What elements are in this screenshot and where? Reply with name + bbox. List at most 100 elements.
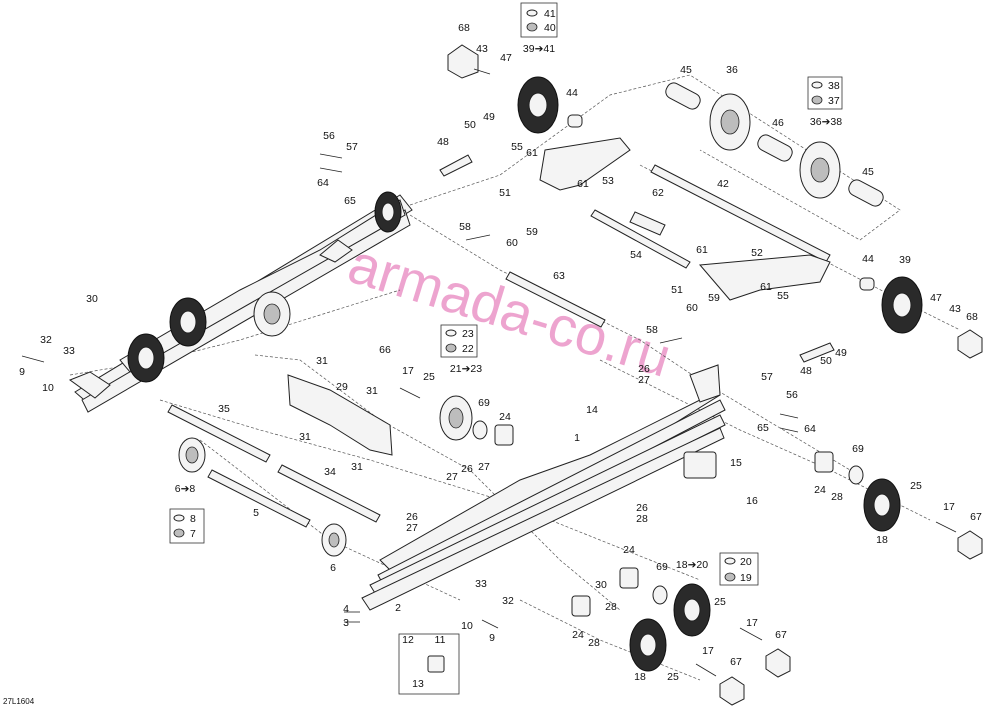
callout-c49b: 49	[835, 347, 847, 359]
callout-c69c: 69	[656, 561, 668, 573]
callout-c61a: 61	[526, 147, 538, 159]
callout-c64a: 64	[317, 177, 329, 189]
callout-c27a: 27	[638, 374, 650, 386]
callout-c69a: 69	[478, 397, 490, 409]
callout-c64b: 64	[804, 423, 816, 435]
callout-c10b: 10	[461, 620, 473, 632]
callout-c62: 62	[652, 187, 664, 199]
callout-c25d: 25	[667, 671, 679, 683]
callout-c44b: 44	[862, 253, 874, 265]
callout-c57a: 57	[346, 141, 358, 153]
callout-c14: 14	[586, 404, 598, 416]
callout-c66: 66	[379, 344, 391, 356]
callout-c47b: 47	[930, 292, 942, 304]
callout-c17a: 17	[402, 365, 414, 377]
callout-c43a: 43	[476, 43, 488, 55]
callout-c67b: 67	[775, 629, 787, 641]
cross-bracket	[287, 374, 393, 456]
callout-c10a: 10	[42, 382, 54, 394]
kit-label: 40	[544, 22, 556, 34]
callout-c39-41: 39➔41	[523, 43, 555, 55]
callout-c17c: 17	[746, 617, 758, 629]
callout-c31a: 31	[316, 355, 328, 367]
callout-c36-38: 36➔38	[810, 116, 842, 128]
kit-23-22	[440, 324, 478, 358]
bolts	[21, 68, 957, 677]
callout-c52: 52	[751, 247, 763, 259]
callout-c56b: 56	[786, 389, 798, 401]
callout-c58a: 58	[459, 221, 471, 233]
callout-c31d: 31	[351, 461, 363, 473]
kit-box-labels: 41 40 38 37 23 22 8 7 20 19	[173, 8, 840, 673]
callout-c65b: 65	[757, 422, 769, 434]
callout-c28d: 28	[588, 637, 600, 649]
callout-c24b: 24	[814, 484, 826, 496]
kit-label: 8	[190, 513, 196, 525]
callout-c43b: 43	[949, 303, 961, 315]
callout-c59b: 59	[708, 292, 720, 304]
callout-c13: 13	[412, 678, 424, 690]
callout-c5: 5	[253, 507, 259, 519]
callout-c35: 35	[218, 403, 230, 415]
callout-c16: 16	[746, 495, 758, 507]
callout-c56a: 56	[323, 130, 335, 142]
callout-c9a: 9	[19, 366, 25, 378]
callout-c18b: 18	[634, 671, 646, 683]
kit-boxes	[169, 2, 843, 695]
upper-left-wheels	[127, 191, 402, 383]
callout-c26a: 26	[638, 363, 650, 375]
callout-c36: 36	[726, 64, 738, 76]
callout-c47a: 47	[500, 52, 512, 64]
lower-wheels	[439, 395, 901, 672]
callout-c68b: 68	[966, 311, 978, 323]
callout-c9b: 9	[489, 632, 495, 644]
kit-label: 20	[740, 556, 752, 568]
left-rail-assembly	[68, 194, 413, 413]
right-rail-assembly	[361, 364, 726, 611]
callout-c30a: 30	[86, 293, 98, 305]
callout-c25c: 25	[714, 596, 726, 608]
callout-c18-20: 18➔20	[676, 559, 708, 571]
callout-c60a: 60	[506, 237, 518, 249]
callout-c17b: 17	[943, 501, 955, 513]
callout-c50a: 50	[464, 119, 476, 131]
callout-c68a: 68	[458, 22, 470, 34]
callout-c21-23: 21➔23	[450, 363, 482, 375]
kit-12-11-13	[398, 633, 460, 695]
upper-center-shafts	[439, 137, 835, 363]
callout-c1: 1	[574, 432, 580, 444]
callout-c28a: 28	[831, 491, 843, 503]
callout-c18a: 18	[876, 534, 888, 546]
callout-c6: 6	[330, 562, 336, 574]
callout-c55b: 55	[777, 290, 789, 302]
callout-c15: 15	[730, 457, 742, 469]
callout-c61c: 61	[696, 244, 708, 256]
callout-c53: 53	[602, 175, 614, 187]
callout-c50b: 50	[820, 355, 832, 367]
callout-c61b: 61	[577, 178, 589, 190]
watermark: armada-co.ru	[341, 231, 678, 389]
callout-c27c: 27	[446, 471, 458, 483]
callout-c34: 34	[324, 466, 336, 478]
kit-label: 23	[462, 328, 474, 340]
callout-c26d: 26	[406, 511, 418, 523]
callout-c32b: 32	[502, 595, 514, 607]
callout-c57b: 57	[761, 371, 773, 383]
callout-c24d: 24	[572, 629, 584, 641]
callout-c26b: 26	[461, 463, 473, 475]
callout-c25b: 25	[910, 480, 922, 492]
kit-label: 7	[190, 528, 196, 540]
kit-label: 41	[544, 8, 556, 20]
callout-c58b: 58	[646, 324, 658, 336]
kit-label: 38	[828, 80, 840, 92]
callout-c4: 4	[343, 603, 349, 615]
lower-left-shafts	[167, 404, 381, 557]
callout-c31c: 31	[299, 431, 311, 443]
callout-c59a: 59	[526, 226, 538, 238]
kit-41-40	[520, 2, 558, 38]
callout-c27d: 27	[406, 522, 418, 534]
callout-c63: 63	[553, 270, 565, 282]
callout-c42: 42	[717, 178, 729, 190]
